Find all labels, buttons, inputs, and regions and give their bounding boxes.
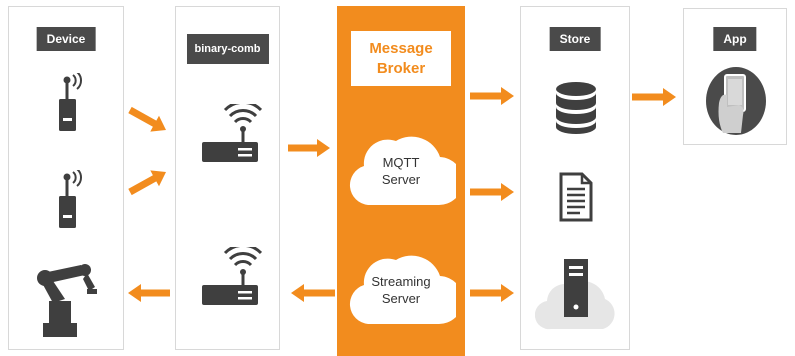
cloud-server-icon (535, 259, 615, 330)
arrow-device-to-comb-lower (128, 170, 166, 196)
arrow-broker-to-store-bottom (470, 284, 514, 302)
wifi-router-icon (202, 247, 262, 305)
device-panel: Device (8, 6, 124, 350)
cloud-icon (349, 255, 456, 325)
binary-comb-panel: binary-comb (175, 6, 280, 350)
store-label: Store (549, 27, 601, 51)
arrow-comb-to-device (128, 284, 170, 302)
arrow-broker-to-comb (291, 284, 335, 302)
device-label: Device (36, 27, 96, 51)
cloud-icon (349, 136, 456, 206)
binary-comb-label: binary-comb (186, 34, 269, 64)
wifi-router-icon (202, 104, 262, 162)
arrow-device-to-comb-upper (128, 106, 166, 132)
broker-label-line1: Message (369, 39, 433, 57)
broker-label-line2: Broker (376, 59, 426, 77)
smartphone-hand-icon (706, 67, 766, 135)
arrow-broker-to-store-top (470, 87, 514, 105)
robot-arm-icon (37, 264, 97, 337)
radio-sensor-icon (59, 73, 83, 131)
arrow-store-to-app (632, 88, 676, 106)
document-icon (559, 172, 593, 222)
database-icon (556, 82, 596, 134)
app-label: App (713, 27, 757, 51)
app-panel: App (683, 8, 787, 145)
arrow-comb-to-broker (288, 139, 330, 157)
store-panel: Store (520, 6, 630, 350)
arrow-broker-to-store-middle (470, 183, 514, 201)
radio-sensor-icon (59, 170, 83, 228)
